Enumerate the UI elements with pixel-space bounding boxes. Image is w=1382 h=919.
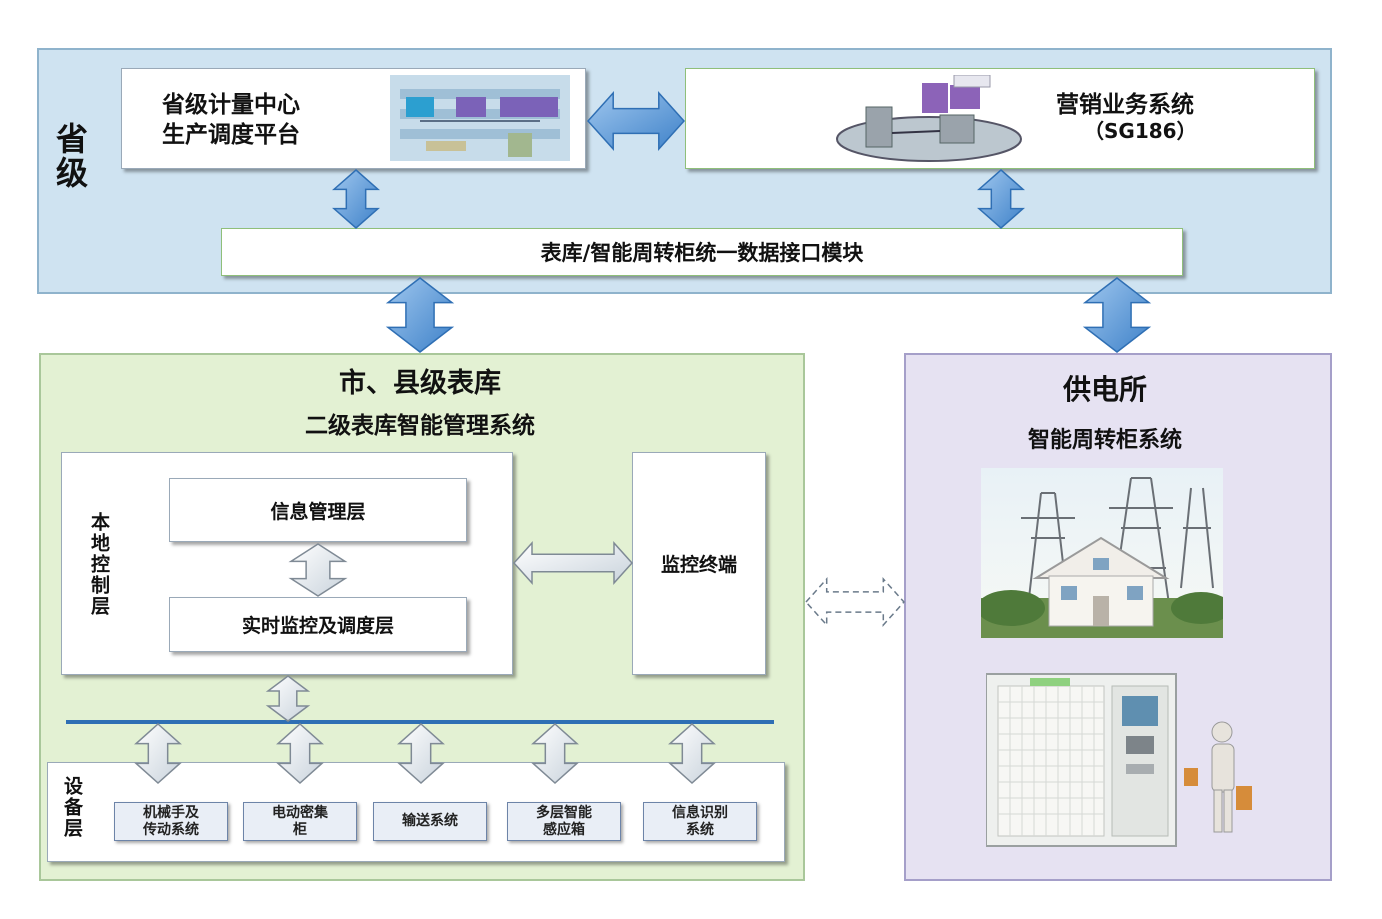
arrow-bus-device-4 [531,722,579,785]
marketing-line1: 营销业务系统 [1056,92,1194,118]
smart-cabinet-illustration [986,673,1252,847]
device-sensor-box-line1: 多层智能 [536,804,592,821]
arrow-bus-device-3 [397,722,445,785]
provincial-center-line2: 生产调度平台 [162,122,300,148]
arrow-info-realtime [288,543,348,597]
info-management-layer: 信息管理层 [169,478,467,542]
marketing-system-box: 营销业务系统 （SG186） [685,68,1315,169]
supply-title: 供电所 [1062,373,1147,406]
arrow-local-bus [265,675,311,722]
arrow-center-interface [332,169,380,229]
provincial-center-box: 省级计量中心 生产调度平台 [121,68,586,169]
device-sensor-box-line2: 感应箱 [543,821,585,838]
device-conveyor-line1: 输送系统 [402,813,458,829]
device-robot-arm-line1: 机械手及 [143,804,199,821]
interface-module-box: 表库/智能周转柜统一数据接口模块 [221,228,1183,276]
device-layer-label: 设备层 [61,776,83,839]
arrow-interface-supply [1082,277,1152,353]
provincial-center-line1: 省级计量中心 [162,92,300,118]
arrow-bus-device-1 [134,722,182,785]
arrow-center-marketing [586,91,686,151]
provincial-label: 省级 [51,122,89,190]
device-bus-line [66,720,774,724]
arrow-marketing-interface [977,169,1025,229]
arrow-interface-city [385,277,455,353]
device-robot-arm-line2: 传动系统 [143,821,199,838]
device-robot-arm: 机械手及 传动系统 [114,802,228,841]
device-conveyor: 输送系统 [373,802,487,841]
monitor-terminal-box: 监控终端 [632,452,766,675]
device-id-system-line1: 信息识别 [672,804,728,821]
local-control-label: 本地控制层 [88,512,110,617]
marketing-line2: （SG186） [1084,119,1197,143]
device-electric-cabinet: 电动密集 柜 [243,802,357,841]
datacenter-illustration [390,75,570,161]
device-id-system: 信息识别 系统 [643,802,757,841]
device-id-system-line2: 系统 [686,821,714,838]
supply-subtitle: 智能周转柜系统 [1027,428,1182,453]
device-electric-cabinet-line1: 电动密集 [272,804,328,821]
device-sensor-box: 多层智能 感应箱 [507,802,621,841]
city-title: 市、县级表库 [339,367,501,399]
substation-house-photo [981,468,1223,638]
arrow-bus-device-5 [668,722,716,785]
server-illustration [836,75,1022,162]
arrow-bus-device-2 [276,722,324,785]
realtime-dispatch-layer: 实时监控及调度层 [169,597,467,652]
device-electric-cabinet-line2: 柜 [293,821,307,838]
arrow-city-supply-dashed [804,577,906,627]
city-subtitle: 二级表库智能管理系统 [305,413,535,439]
arrow-local-monitor [512,541,634,585]
